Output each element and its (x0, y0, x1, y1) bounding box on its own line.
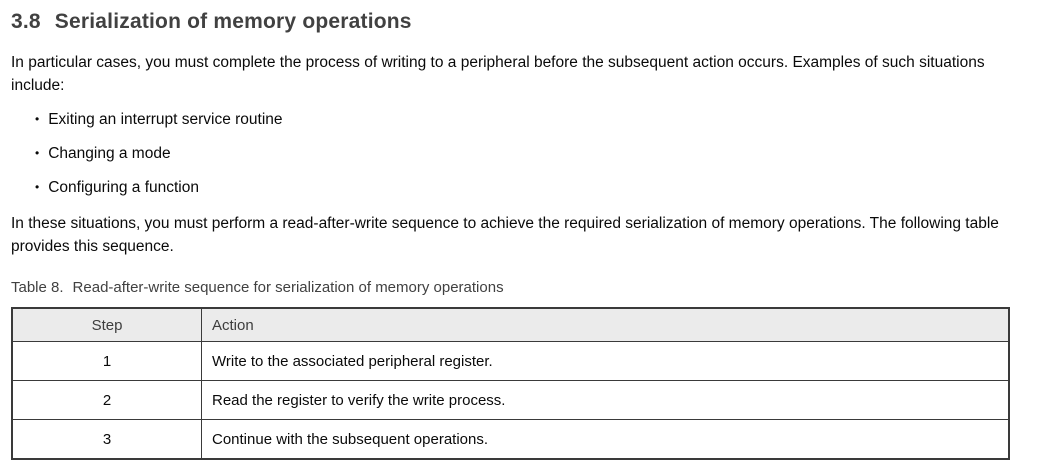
list-item: • Changing a mode (35, 144, 1030, 164)
list-item-text: Configuring a function (48, 179, 199, 196)
column-header-action: Action (201, 307, 1010, 342)
action-cell: Write to the associated peripheral regis… (201, 341, 1010, 381)
table-header-row: Step Action (11, 307, 1010, 342)
list-item-text: Exiting an interrupt service routine (48, 111, 283, 128)
table-caption-title: Read-after-write sequence for serializat… (72, 279, 504, 296)
list-item: • Exiting an interrupt service routine (35, 110, 1030, 130)
table-row: 1 Write to the associated peripheral reg… (11, 341, 1010, 381)
section-heading: 3.8 Serialization of memory operations (11, 10, 1030, 34)
situation-list: • Exiting an interrupt service routine •… (11, 110, 1030, 198)
table-row: 3 Continue with the subsequent operation… (11, 419, 1010, 460)
step-cell: 3 (11, 419, 202, 460)
bullet-icon: • (35, 112, 40, 126)
action-cell: Read the register to verify the write pr… (201, 380, 1010, 420)
step-cell: 2 (11, 380, 202, 420)
section-number: 3.8 (11, 10, 41, 33)
table-caption-label: Table 8. (11, 279, 64, 296)
sequence-paragraph: In these situations, you must perform a … (11, 215, 999, 255)
table-caption: Table 8. Read-after-write sequence for se… (11, 279, 1030, 296)
list-item-text: Changing a mode (48, 145, 171, 162)
section-title: Serialization of memory operations (54, 10, 412, 33)
step-cell: 1 (11, 341, 202, 381)
read-after-write-table: Step Action 1 Write to the associated pe… (11, 307, 1010, 460)
bullet-icon: • (35, 146, 40, 160)
action-cell: Continue with the subsequent operations. (201, 419, 1010, 460)
column-header-step: Step (11, 307, 202, 342)
intro-paragraph: In particular cases, you must complete t… (11, 54, 985, 94)
table-row: 2 Read the register to verify the write … (11, 380, 1010, 420)
bullet-icon: • (35, 180, 40, 194)
list-item: • Configuring a function (35, 178, 1030, 198)
